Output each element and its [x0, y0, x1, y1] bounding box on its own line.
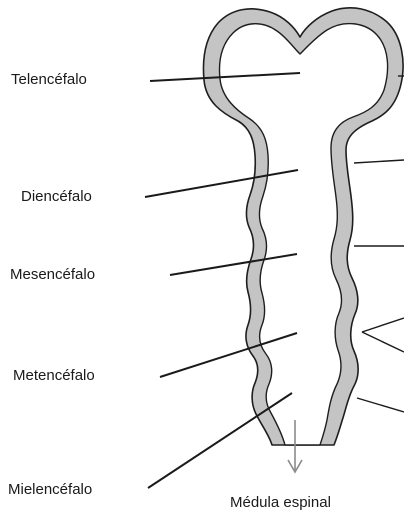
neural-tube-lumen [220, 24, 388, 445]
label-diencefalo: Diencéfalo [21, 188, 92, 205]
right-leader-line-4a [362, 318, 404, 332]
label-medula-espinal: Médula espinal [230, 494, 331, 511]
label-telencefalo: Telencéfalo [11, 71, 87, 88]
right-leader-line-4b [362, 332, 404, 352]
label-mielencefalo: Mielencéfalo [8, 481, 92, 498]
right-leader-line-2 [354, 160, 404, 163]
label-metencefalo: Metencéfalo [13, 367, 95, 384]
right-leader-line-5 [357, 398, 404, 412]
label-mesencefalo: Mesencéfalo [10, 266, 95, 283]
